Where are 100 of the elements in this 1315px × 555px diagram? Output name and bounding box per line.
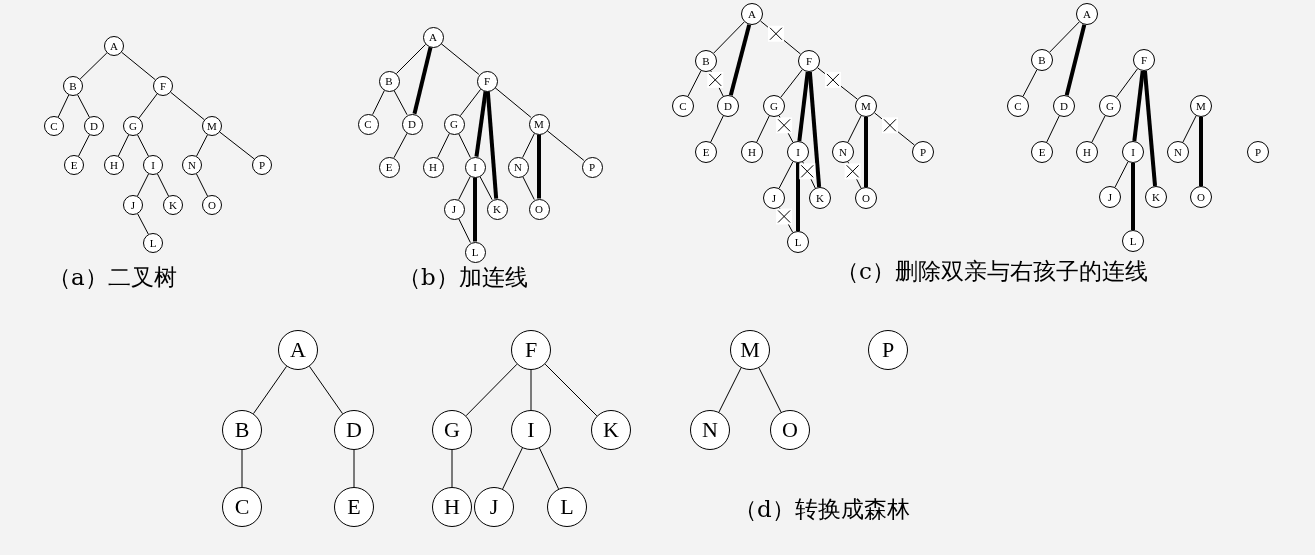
connector-line [494,87,532,118]
connector-line [458,175,471,201]
thick-connector-line [797,71,810,142]
tree-node: P [868,330,908,370]
tree-node: B [695,50,717,72]
tree-node: O [1190,186,1212,208]
tree-node: N [507,156,529,178]
connector-line [252,365,288,415]
thick-connector-line [1199,117,1203,186]
tree-node: G [763,95,785,117]
tree-node: M [855,95,877,117]
connector-line [758,367,782,413]
tree-node: B [378,70,400,92]
tree-node: G [1099,95,1121,117]
connector-line [479,175,493,201]
thick-connector-line [412,46,433,115]
tree-node: H [104,155,124,175]
connector-line [760,20,801,55]
tree-node: F [476,70,498,92]
connector-line [544,363,598,417]
tree-node: E [695,141,717,163]
connector-line [459,88,482,117]
connector-line [687,70,702,97]
connector-line [802,161,816,189]
tree-node: M [730,330,770,370]
tree-node: A [422,26,444,48]
tree-node: C [672,95,694,117]
tree-node: D [1053,95,1075,117]
tree-node: B [1031,49,1053,71]
tree-node: I [1122,141,1144,163]
connector-line [451,449,453,488]
tree-node: N [690,410,730,450]
tree-node: G [432,410,472,450]
tree-node: P [1247,141,1269,163]
thick-connector-line [1132,70,1145,142]
tree-node: J [763,187,785,209]
connector-line [138,93,158,119]
connector-line [1114,161,1129,188]
connector-line [393,132,408,159]
connector-line [77,94,90,118]
connector-line [117,134,130,157]
thick-connector-line [864,117,868,187]
tree-node: J [1099,186,1121,208]
connector-line [78,134,90,157]
connector-line [170,91,205,121]
tree-node: L [1122,230,1144,252]
tree-node: K [809,187,831,209]
tree-node: C [222,487,262,527]
tree-node: M [1190,95,1212,117]
connector-line [137,134,149,157]
tree-node: H [422,156,444,178]
connector-line [522,132,535,159]
connector-line [241,449,243,488]
connector-line [502,447,523,490]
connector-line [79,52,108,80]
tree-node: K [163,195,183,215]
tree-node: F [153,76,173,96]
tree-node: D [717,95,739,117]
thick-connector-line [1064,24,1087,96]
tree-node: H [1076,141,1098,163]
connector-line [195,173,209,197]
caption: （c）删除双亲与右孩子的连线 [836,257,1148,286]
connector-line [713,21,745,54]
connector-line [57,94,70,118]
tree-node: K [1145,186,1167,208]
connector-line [308,365,344,415]
caption: （b）加连线 [398,263,528,292]
caption: （d）转换成森林 [734,495,910,524]
thick-connector-line [485,91,499,199]
tree-node: O [528,198,550,220]
tree-node: F [798,50,820,72]
connector-line [1022,69,1038,97]
connector-line [817,67,858,100]
tree-node: D [401,113,423,135]
thick-connector-line [537,134,541,199]
tree-node: L [547,487,587,527]
thick-connector-line [807,71,822,188]
tree-node: B [63,76,83,96]
thick-connector-line [473,177,477,242]
tree-node: G [123,116,143,136]
connector-line [395,43,427,75]
connector-line [847,161,862,189]
caption: （a）二叉树 [48,263,177,292]
tree-node: I [511,410,551,450]
connector-line [1049,21,1080,53]
tree-node: I [464,156,486,178]
tree-node: P [581,156,603,178]
tree-node: K [591,410,631,450]
tree-node: P [252,155,272,175]
connector-line [137,213,149,235]
connector-line [546,130,585,161]
tree-node: E [1031,141,1053,163]
connector-line [874,112,915,146]
tree-node: H [432,487,472,527]
tree-node: L [143,233,163,253]
tree-node: M [528,113,550,135]
tree-node: K [486,198,508,220]
tree-node: G [443,113,465,135]
connector-line [1091,115,1106,143]
connector-line [538,447,560,490]
